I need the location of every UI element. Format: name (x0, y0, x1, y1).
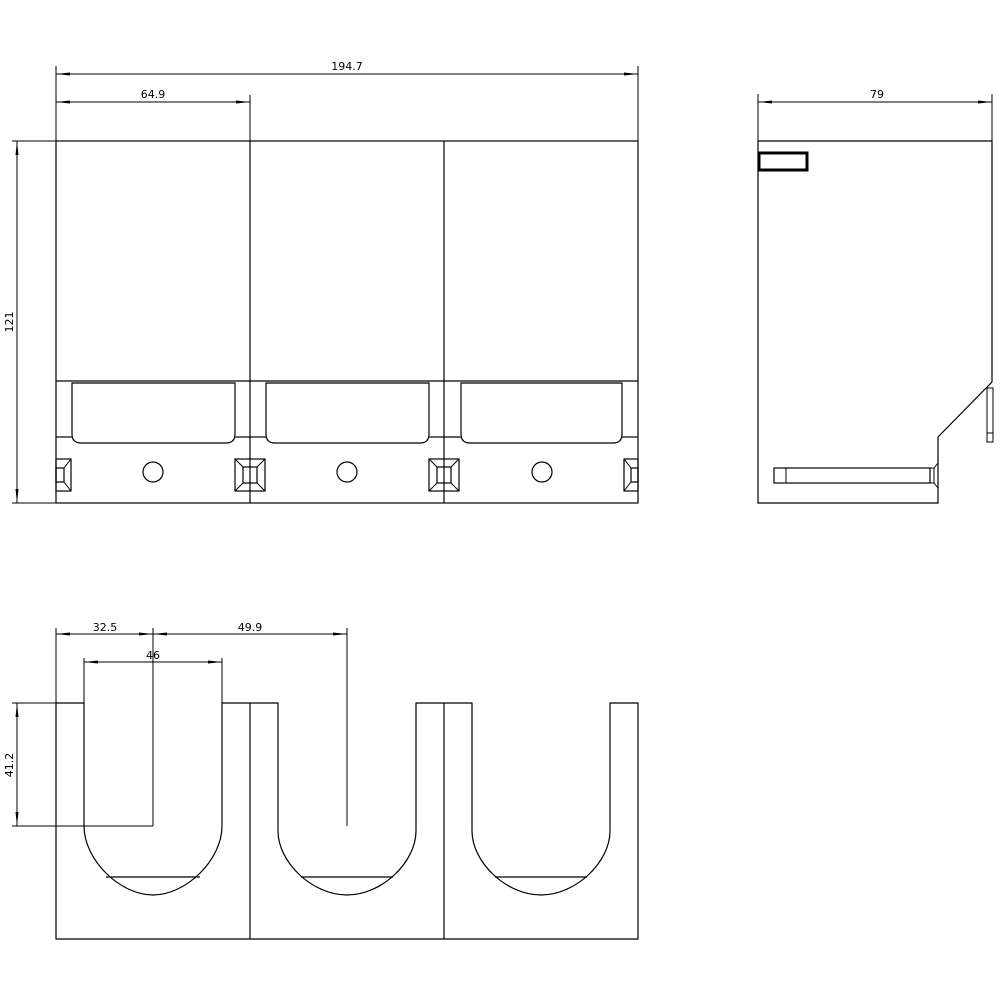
dim-label-slot-width: 46 (146, 649, 160, 662)
dimension-first-slot-offset: 32.5 (55, 621, 154, 826)
top-clip (757, 151, 809, 172)
dimension-overall-width: 194.7 (55, 60, 639, 141)
rear-tab (986, 387, 994, 443)
dim-label-depth: 79 (870, 88, 884, 101)
screw-hole-icon (531, 461, 553, 483)
screw-hole-icon (142, 461, 164, 483)
dimension-slot-depth: 41.2 (3, 702, 153, 827)
dim-label-slot-depth: 41.2 (3, 753, 16, 778)
bottom-view-outline (55, 702, 639, 940)
clip-pad-icon (55, 458, 72, 492)
front-view: 194.7 64.9 121 (3, 60, 639, 504)
bottom-view: 32.5 49.9 46 41.2 (3, 621, 639, 940)
side-view-outline (757, 140, 993, 504)
dimension-module-width: 64.9 (56, 88, 251, 141)
dim-label-first-slot-offset: 32.5 (93, 621, 118, 634)
clip-pad-icon (623, 458, 639, 492)
dim-label-height: 121 (3, 312, 16, 333)
dim-label-overall-width: 194.7 (331, 60, 363, 73)
clip-pad-icon (428, 458, 460, 492)
window-module-2 (250, 382, 444, 444)
window-module-3 (444, 382, 638, 444)
window-module-1 (56, 382, 250, 444)
dimension-depth: 79 (757, 88, 993, 141)
clip-pad-icon (234, 458, 266, 492)
dimension-slot-width: 46 (83, 649, 223, 703)
dim-label-slot-pitch: 49.9 (238, 621, 263, 634)
bottom-rail (773, 462, 939, 489)
dimension-height: 121 (3, 140, 56, 504)
dimension-slot-pitch: 49.9 (153, 621, 348, 826)
side-view: 79 (757, 88, 994, 504)
front-view-outline (55, 140, 639, 504)
screw-hole-icon (336, 461, 358, 483)
dim-label-module-width: 64.9 (141, 88, 166, 101)
